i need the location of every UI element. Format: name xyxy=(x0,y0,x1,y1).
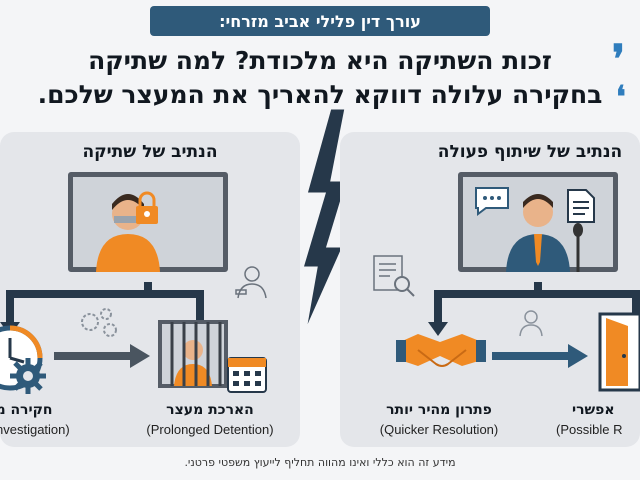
headline: זכות השתיקה היא מלכודת? למה שתיקה בחקירה… xyxy=(0,44,640,112)
cooperation-node-possible-label: אפשרי xyxy=(572,402,615,418)
calendar-icon xyxy=(227,357,267,393)
silence-node-detention-sub: (Prolonged Detention) xyxy=(146,422,274,437)
cooperation-path-title: הנתיב של שיתוף פעולה xyxy=(437,142,623,162)
speech-bubble-icon xyxy=(475,187,509,216)
silence-path-panel: הנתיב של שתיקה xyxy=(0,132,300,447)
document-icon xyxy=(567,189,595,223)
silence-node-investigation-label: חקירה מ xyxy=(0,402,53,418)
silence-flow-arrow xyxy=(54,344,150,368)
cooperation-flow-arrow xyxy=(492,344,588,368)
cooperation-node-possible-sub: (Possible R xyxy=(556,422,623,437)
silence-node-detention-label: הארכת מעצר xyxy=(166,402,254,418)
silence-node-investigation-sub: nvestigation) xyxy=(0,422,70,437)
headline-line-1: זכות השתיקה היא מלכודת? למה שתיקה xyxy=(88,46,552,75)
small-gears-icon xyxy=(81,308,117,337)
handshake-icon xyxy=(396,334,486,367)
headline-line-2: בחקירה עלולה דווקא להאריך את המעצר שלכם. xyxy=(37,80,603,109)
cooperating-person-icon xyxy=(506,194,583,272)
disclaimer: מידע זה הוא כללי ואינו מהווה תחליף לייעו… xyxy=(184,456,456,469)
quote-open-icon: ❜ xyxy=(612,36,625,83)
quote-close-icon: ❛ xyxy=(616,80,626,115)
silence-path-title: הנתיב של שתיקה xyxy=(82,142,218,162)
person-icon xyxy=(519,310,543,337)
lock-icon xyxy=(136,191,158,224)
cooperation-path-panel: הנתיב של שיתוף פעולה xyxy=(340,132,640,447)
open-door-icon xyxy=(598,312,640,392)
cooperation-node-resolution-sub: (Quicker Resolution) xyxy=(379,422,499,437)
judge-icon xyxy=(235,266,267,299)
gear-icon xyxy=(10,358,46,394)
cooperation-node-resolution-label: פתרון מהיר יותר xyxy=(386,402,492,418)
lightning-bolt-icon xyxy=(299,106,351,337)
search-document-icon xyxy=(373,255,415,297)
prison-cell-icon xyxy=(158,320,228,388)
silent-person-icon xyxy=(96,194,160,272)
header-banner: עורך דין פלילי אביב מזרחי: xyxy=(150,6,490,36)
